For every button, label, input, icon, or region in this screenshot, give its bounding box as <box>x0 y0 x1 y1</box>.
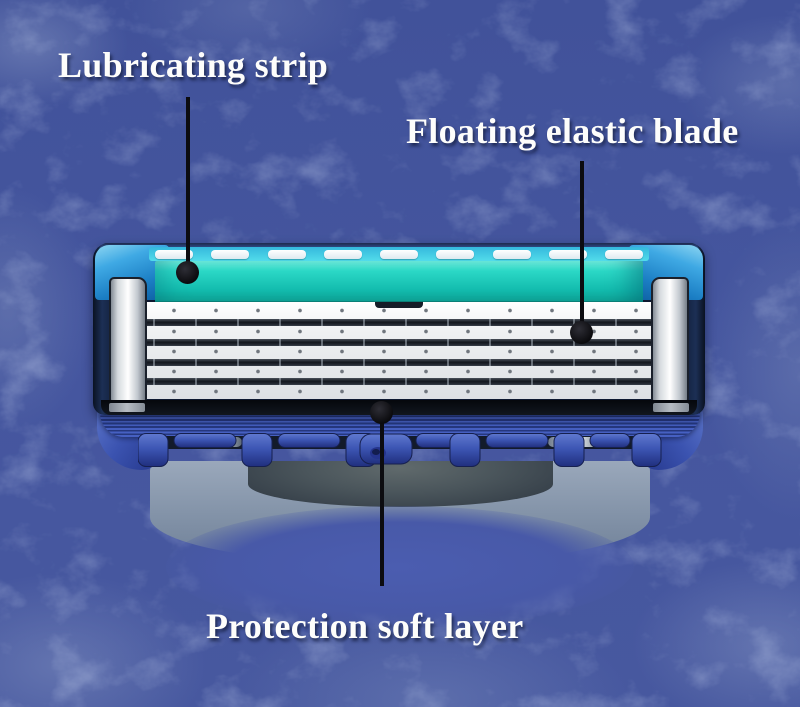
clip-foot-right <box>653 403 689 412</box>
perforation-row <box>111 308 687 313</box>
lubricating-strip <box>155 261 643 306</box>
perforation-row <box>111 329 687 334</box>
blade-1 <box>111 319 687 326</box>
strip-notch <box>155 249 193 259</box>
strip-notch <box>605 249 643 259</box>
razor-cartridge-head <box>93 243 705 415</box>
strip-notch <box>323 249 362 259</box>
pointer-dot-lubricating-strip <box>176 261 199 284</box>
perforation-row <box>111 349 687 354</box>
strip-notch <box>211 249 250 259</box>
pointer-line-floating-blade <box>580 161 584 333</box>
strip-notch <box>492 249 531 259</box>
blade-3 <box>111 359 687 366</box>
fin-center-tab <box>359 433 413 465</box>
pointer-line-lubricating-strip <box>186 97 190 273</box>
label-lubricating-strip: Lubricating strip <box>58 45 329 85</box>
pointer-dot-soft-layer <box>370 401 393 424</box>
strip-notch <box>267 249 306 259</box>
label-floating-elastic-blade: Floating elastic blade <box>406 111 739 151</box>
blade-2 <box>111 339 687 346</box>
guard-fins-row <box>138 433 662 467</box>
lubricating-strip-notch-band <box>149 247 649 261</box>
blade-tray <box>111 302 687 399</box>
strip-notch <box>548 249 587 259</box>
perforation-row <box>111 389 687 394</box>
strip-notch <box>380 249 418 259</box>
clip-foot-left <box>109 403 145 412</box>
shadow-under-fins <box>248 461 553 507</box>
blade-4 <box>111 378 687 385</box>
tray-center-notch <box>375 302 423 308</box>
pointer-line-soft-layer <box>380 412 384 586</box>
strip-notch <box>436 249 475 259</box>
bottom-blue-shadow <box>166 506 634 628</box>
perforation-row <box>111 369 687 374</box>
blade-retaining-clip-right <box>651 277 689 403</box>
label-protection-soft-layer: Protection soft layer <box>206 606 524 646</box>
blade-retaining-clip-left <box>109 277 147 403</box>
lower-dark-edge <box>101 400 697 415</box>
pointer-dot-floating-blade <box>570 321 593 344</box>
